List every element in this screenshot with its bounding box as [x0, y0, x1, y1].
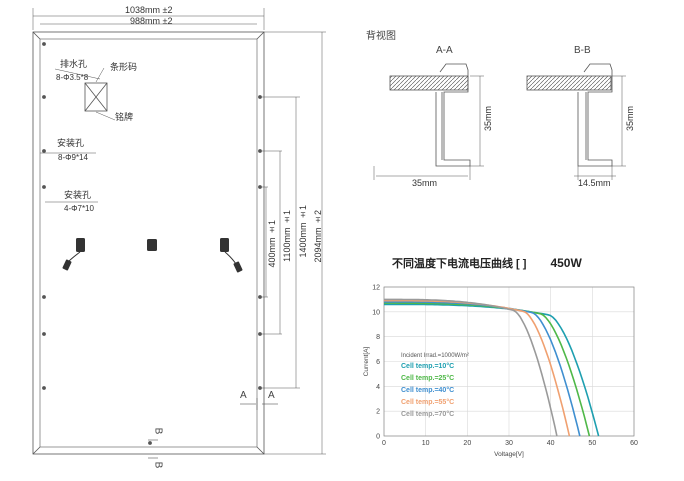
x-tick-label: 30 — [505, 440, 513, 447]
section-mark-a-right: A — [268, 390, 275, 401]
legend-entry-5: Cell temp.=70°C — [401, 410, 454, 418]
y-tick-label: 0 — [376, 434, 380, 441]
drain-hole-spec: 8-Φ3.5*8 — [56, 73, 89, 82]
back-view-title: 背视图 — [366, 31, 396, 42]
y-tick-label: 4 — [376, 384, 380, 391]
x-tick-label: 40 — [547, 440, 555, 447]
chart-title: 不同温度下电流电压曲线 [ ] 450W — [392, 255, 582, 271]
series-line-5 — [384, 298, 558, 437]
y-tick-label: 2 — [376, 409, 380, 416]
y-axis-label: Current[A] — [363, 346, 370, 376]
y-tick-label: 6 — [376, 359, 380, 366]
legend-entry-3: Cell temp.=40°C — [401, 386, 454, 394]
barcode-label: 条形码 — [110, 62, 138, 72]
legend-entry-2: Cell temp.=25°C — [401, 374, 454, 382]
x-tick-label: 20 — [463, 440, 471, 447]
x-tick-label: 50 — [588, 440, 596, 447]
section-mark-a-left: A — [240, 390, 247, 401]
nameplate-label: 铭牌 — [115, 112, 134, 122]
section-bb-width: 14.5mm — [578, 178, 611, 188]
section-aa-width: 35mm — [412, 178, 438, 188]
x-tick-label: 60 — [630, 440, 638, 447]
dim-inner-width: 988mm ±2 — [130, 16, 173, 26]
legend-entry-1: Cell temp.=10°C — [401, 362, 454, 370]
chart-title-power: 450W — [550, 256, 582, 270]
mount-hole-label-1: 安装孔 — [57, 138, 85, 148]
dim-outer-width: 1038mm ±2 — [125, 5, 173, 15]
x-tick-label: 0 — [382, 440, 386, 447]
x-tick-label: 10 — [422, 440, 430, 447]
section-aa-title: A-A — [436, 45, 453, 56]
plot-frame — [383, 286, 635, 437]
legend-header: Incident Irrad.=1000W/m² — [401, 353, 469, 359]
chart-title-text: 不同温度下电流电压曲线 [ ] — [392, 258, 527, 270]
mount-hole-label-2: 安装孔 — [64, 190, 92, 200]
y-tick-label: 12 — [372, 285, 380, 292]
section-bb-title: B-B — [574, 45, 591, 56]
y-tick-label: 10 — [372, 309, 380, 316]
y-tick-label: 8 — [376, 334, 380, 341]
drain-hole-label: 排水孔 — [60, 59, 88, 69]
mount-hole-spec-2: 4-Φ7*10 — [64, 204, 94, 213]
mount-hole-spec-1: 8-Φ9*14 — [58, 153, 88, 162]
x-axis-label: Voltage[V] — [494, 451, 524, 458]
legend-entry-4: Cell temp.=55°C — [401, 398, 454, 406]
